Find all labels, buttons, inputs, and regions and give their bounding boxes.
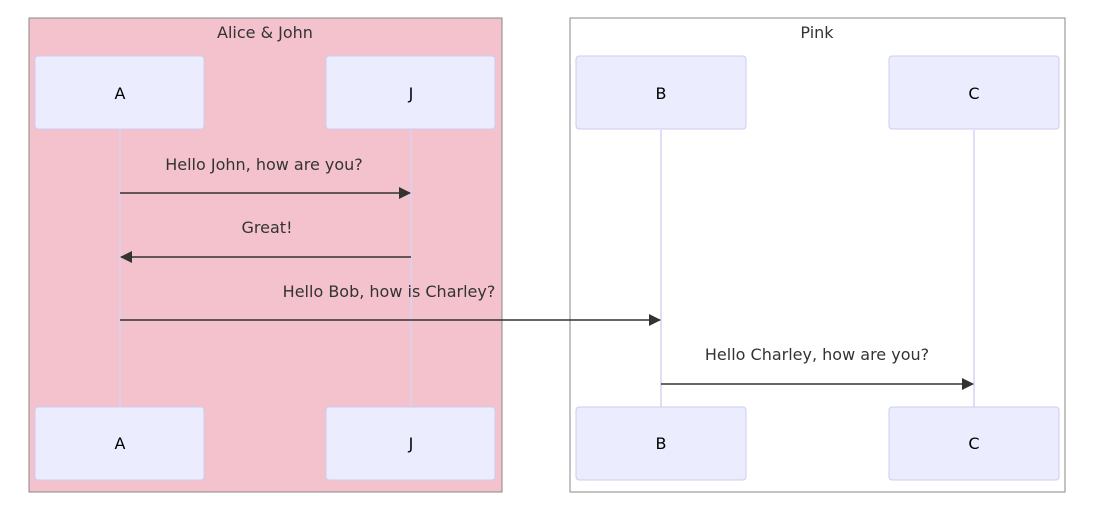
actor-b-bottom[interactable]: B <box>575 406 747 481</box>
actor-j-top[interactable]: J <box>325 55 496 130</box>
box-alice-john-title: Alice & John <box>217 23 313 42</box>
actor-b-top-label: B <box>656 84 667 103</box>
actor-c-bottom-label: C <box>968 434 979 453</box>
message-2-label: Great! <box>242 218 293 237</box>
actor-c-top-label: C <box>968 84 979 103</box>
actor-a-top-label: A <box>115 84 126 103</box>
actor-b-bottom-label: B <box>656 434 667 453</box>
message-1-label: Hello John, how are you? <box>165 155 363 174</box>
actor-b-top[interactable]: B <box>575 55 747 130</box>
actor-j-bottom[interactable]: J <box>325 406 496 481</box>
actor-a-bottom-label: A <box>115 434 126 453</box>
actor-c-bottom[interactable]: C <box>888 406 1060 481</box>
actor-c-top[interactable]: C <box>888 55 1060 130</box>
actor-a-top[interactable]: A <box>34 55 205 130</box>
box-pink-title: Pink <box>800 23 834 42</box>
actor-j-bottom-label: J <box>408 434 414 453</box>
message-3-label: Hello Bob, how is Charley? <box>283 282 496 301</box>
message-4-label: Hello Charley, how are you? <box>705 345 929 364</box>
actor-a-bottom[interactable]: A <box>34 406 205 481</box>
actor-j-top-label: J <box>408 84 414 103</box>
